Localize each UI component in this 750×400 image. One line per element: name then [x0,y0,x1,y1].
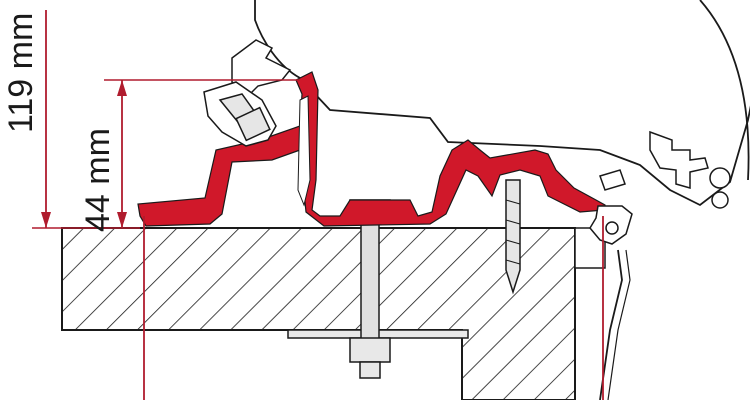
wall-profile-inner [607,249,631,400]
clamp-bracket [203,39,292,147]
wood-screw [505,179,521,295]
dimension-label-44: 44 mm [79,128,117,232]
roof-section [61,227,576,400]
dimension-label-119: 119 mm [2,13,40,133]
dimension-44 [104,79,300,228]
wall-profile [599,249,623,400]
adapter-inner-channel [297,95,311,207]
awning-profile-detail [599,130,731,209]
awning-curve [699,0,750,181]
reference-lines [143,216,604,400]
adapter-profile [137,71,606,227]
side-clip [589,205,633,245]
